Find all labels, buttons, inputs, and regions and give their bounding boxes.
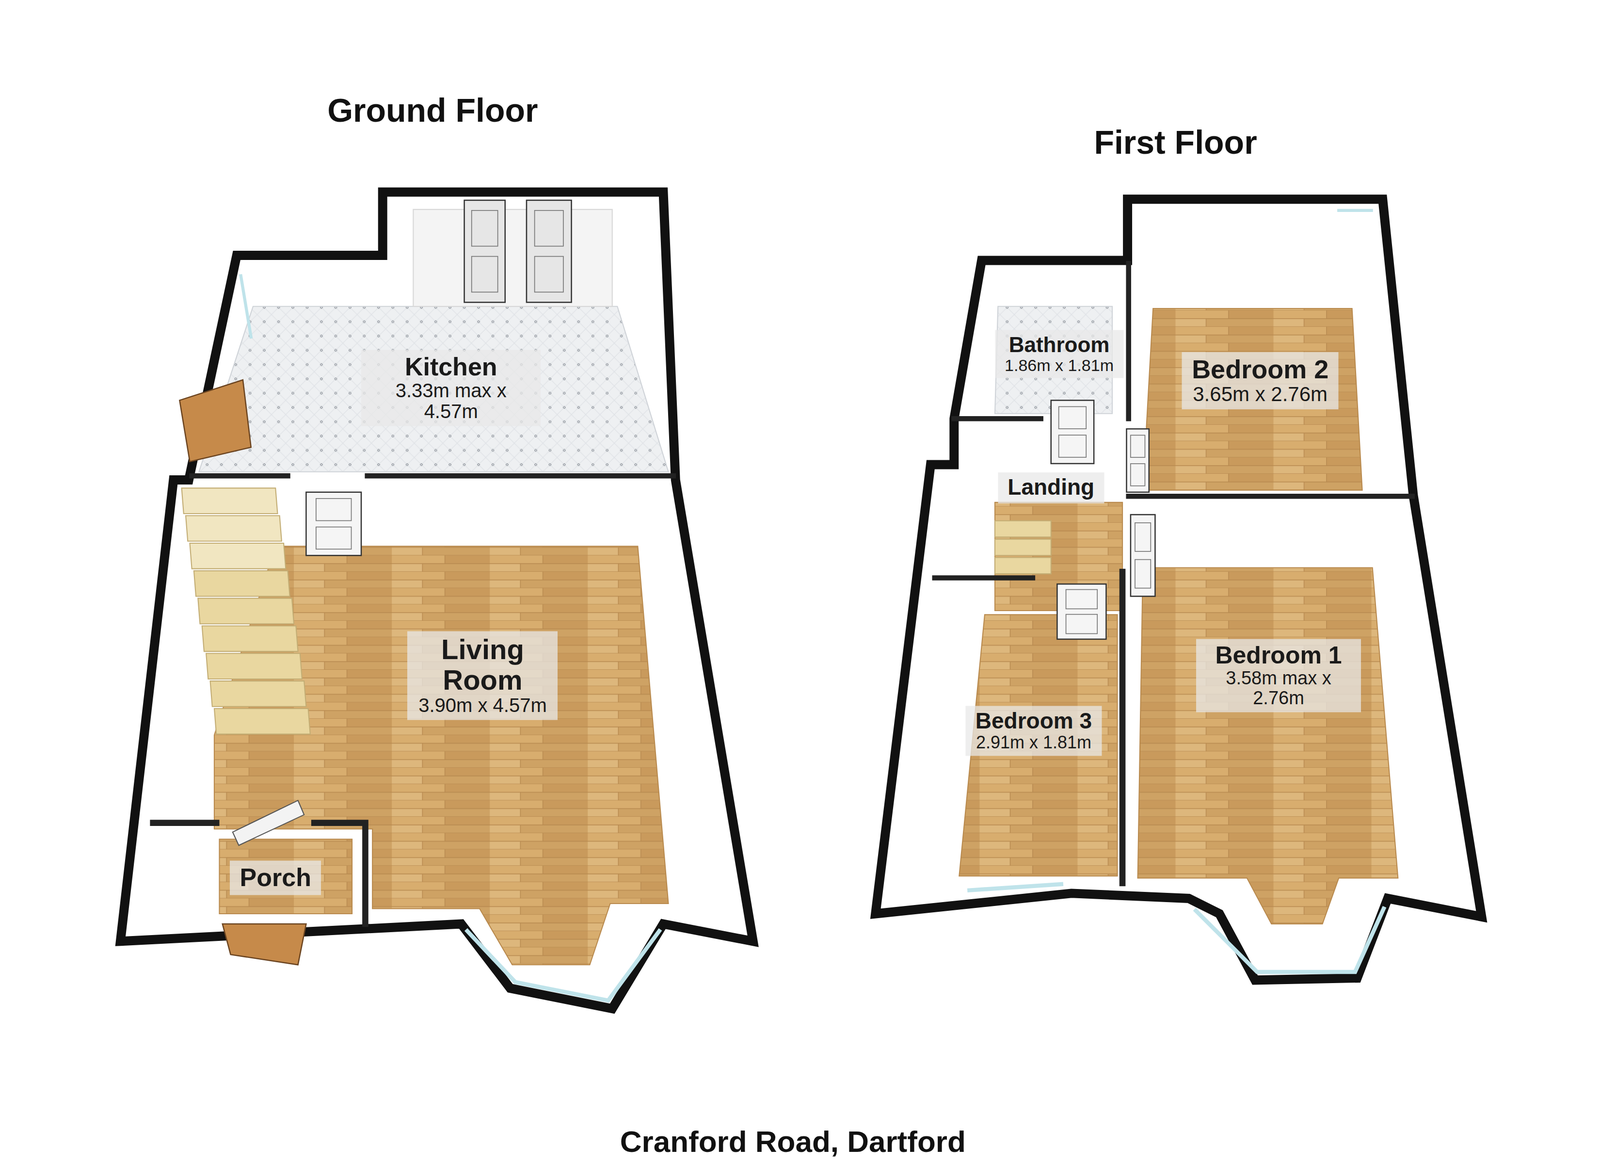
porch-inner-door bbox=[232, 800, 304, 846]
room-label: Bedroom 23.65m x 2.76m bbox=[1182, 352, 1339, 410]
stair-step bbox=[994, 520, 1052, 538]
stair-step bbox=[206, 653, 303, 679]
stair-step bbox=[994, 539, 1052, 556]
inner-wall bbox=[192, 473, 288, 479]
front-door bbox=[222, 923, 307, 965]
room-name: Bedroom 1 bbox=[1204, 641, 1353, 669]
stair-step bbox=[210, 680, 307, 707]
room-label: Landing bbox=[997, 472, 1104, 504]
stair-step bbox=[197, 598, 294, 624]
room-name: Kitchen bbox=[369, 352, 532, 380]
room-dimensions: 3.65m x 2.76m bbox=[1190, 383, 1330, 405]
internal-door bbox=[305, 492, 362, 556]
room-label: Bedroom 32.91m x 1.81m bbox=[965, 705, 1102, 756]
french-door bbox=[464, 200, 506, 303]
inner-wall bbox=[367, 473, 674, 479]
inner-wall bbox=[954, 416, 1041, 422]
stair-step bbox=[181, 487, 278, 514]
stair-step bbox=[214, 708, 311, 735]
room-label: Bathroom1.86m x 1.81m bbox=[994, 330, 1124, 379]
inner-wall bbox=[934, 575, 1033, 581]
room-name: Bedroom 2 bbox=[1190, 354, 1330, 384]
inner-wall bbox=[314, 822, 366, 924]
stair-step bbox=[185, 515, 282, 542]
internal-door bbox=[1056, 583, 1106, 640]
room-dimensions: 1.86m x 1.81m bbox=[1003, 355, 1115, 374]
room-label: Kitchen3.33m max x 4.57m bbox=[361, 349, 541, 426]
room-label: Living Room3.90m x 4.57m bbox=[407, 631, 558, 720]
bedroom-floor bbox=[1137, 567, 1399, 925]
window bbox=[969, 883, 1061, 891]
room-dimensions: 2.91m x 1.81m bbox=[974, 732, 1093, 752]
window bbox=[240, 275, 252, 337]
room-dimensions: 3.33m max x 4.57m bbox=[370, 379, 531, 422]
stair-step bbox=[189, 543, 286, 569]
stair-step bbox=[193, 570, 290, 597]
kitchen-floor bbox=[198, 306, 669, 472]
room-name: Bathroom bbox=[1003, 333, 1115, 357]
inner-wall bbox=[1125, 263, 1132, 419]
bedroom-floor bbox=[1142, 308, 1362, 491]
bay-window bbox=[1196, 908, 1384, 972]
internal-door bbox=[1130, 514, 1156, 596]
stair-step bbox=[202, 625, 299, 652]
back-door bbox=[179, 379, 251, 462]
bedroom-floor bbox=[959, 614, 1118, 876]
room-name: Landing bbox=[1006, 475, 1096, 500]
address-caption: Cranford Road, Dartford bbox=[620, 1123, 966, 1158]
inner-wall bbox=[153, 819, 217, 826]
outer-wall bbox=[120, 192, 753, 1009]
room-dimensions: 3.58m max x 2.76m bbox=[1205, 668, 1352, 708]
porch-floor bbox=[219, 838, 352, 914]
internal-door bbox=[1051, 400, 1094, 464]
stair-step bbox=[994, 557, 1052, 574]
outer-wall bbox=[875, 199, 1482, 980]
french-door bbox=[526, 200, 572, 303]
internal-door bbox=[1126, 428, 1149, 492]
floor-heading: Ground Floor bbox=[327, 91, 538, 129]
floor-heading: First Floor bbox=[1093, 123, 1257, 161]
room-name: Bedroom 3 bbox=[974, 708, 1093, 733]
window bbox=[1338, 208, 1372, 212]
room-label: Bedroom 13.58m max x 2.76m bbox=[1196, 639, 1361, 713]
room-dimensions: 3.90m x 4.57m bbox=[416, 694, 549, 716]
room-label: Porch bbox=[229, 860, 321, 895]
kitchen-recess-wall bbox=[413, 209, 612, 307]
inner-wall bbox=[1119, 571, 1126, 883]
bay-window bbox=[467, 930, 660, 1001]
room-name: Living Room bbox=[416, 634, 548, 695]
inner-wall bbox=[1128, 493, 1413, 499]
room-name: Porch bbox=[238, 863, 313, 891]
